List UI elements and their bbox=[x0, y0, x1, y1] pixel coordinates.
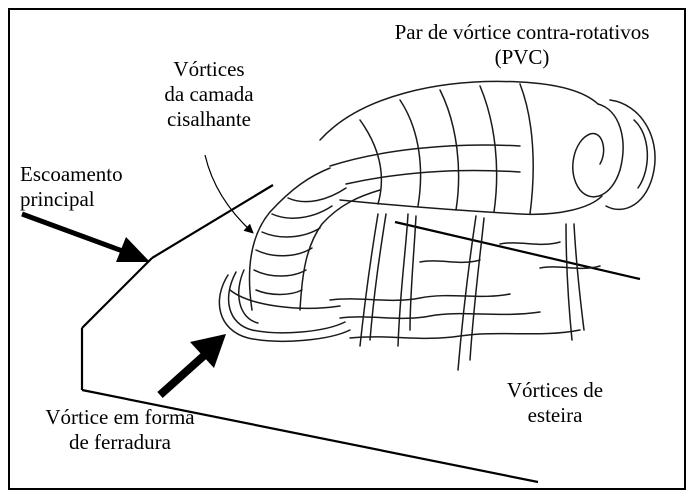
shear-layer-vortices-label: Vórtices da camada cisalhante bbox=[134, 57, 284, 132]
cvp-spiral-left bbox=[573, 104, 623, 197]
wake-vortex-1 bbox=[360, 214, 378, 346]
horseshoe-vortex-label: Vórtice em forma de ferradura bbox=[20, 405, 220, 455]
wake-vortices-label: Vórtices de esteira bbox=[470, 378, 640, 428]
vortex-sketch bbox=[219, 81, 655, 370]
wake-vortex-4 bbox=[566, 224, 572, 340]
wake-vortex-2 bbox=[398, 214, 408, 346]
main-flow-arrow-icon bbox=[22, 214, 150, 262]
jet-column bbox=[249, 168, 330, 310]
jet-inflow-arrow-icon bbox=[160, 334, 226, 395]
cvp-upper bbox=[320, 81, 598, 140]
main-flow-label: Escoamento principal bbox=[20, 162, 170, 212]
pvc-label: Par de vórtice contra-rotativos (PVC) bbox=[362, 20, 682, 70]
leader-arrow-icon bbox=[205, 155, 252, 232]
